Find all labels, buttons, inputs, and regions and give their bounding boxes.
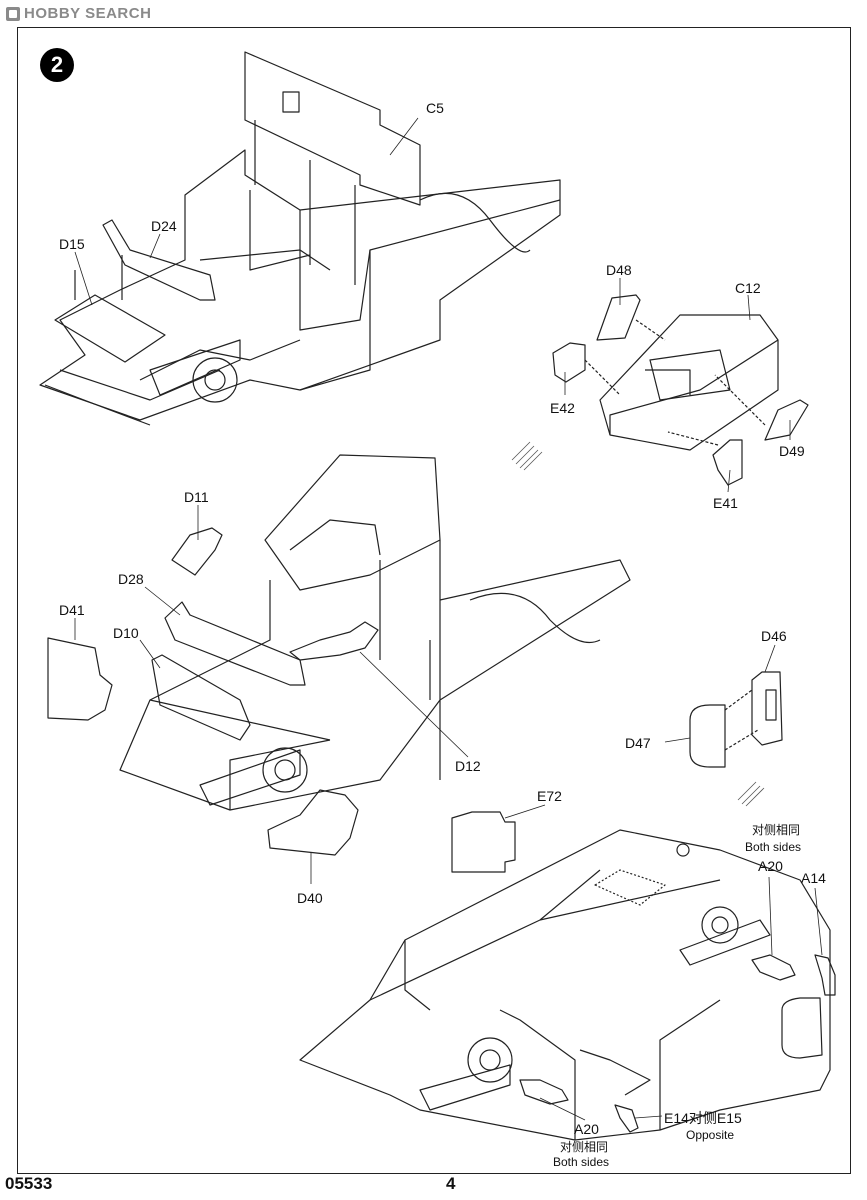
part-d28-drawing: [164, 601, 306, 686]
lower-chassis-drawing: [299, 829, 831, 1141]
part-e72-drawing: [451, 811, 516, 873]
part-e41-drawing: [712, 439, 743, 486]
part-d15-drawing: [54, 294, 166, 363]
label-a20-top: A20: [758, 858, 783, 874]
label-d47: D47: [625, 735, 651, 751]
label-d11: D11: [184, 489, 209, 505]
canister-drawing: [781, 997, 823, 1059]
note-opposite-en: Opposite: [686, 1128, 735, 1142]
label-a14: A14: [801, 870, 826, 886]
middle-chassis-drawing: [119, 454, 631, 811]
label-e72: E72: [537, 788, 562, 804]
label-c12: C12: [735, 280, 761, 296]
part-d12-drawing: [289, 621, 379, 661]
label-d46: D46: [761, 628, 787, 644]
part-d49-drawing: [764, 399, 809, 441]
label-d15: D15: [59, 236, 85, 252]
part-e14-drawing: [614, 1104, 639, 1133]
part-e42-drawing: [552, 342, 586, 383]
label-d28: D28: [118, 571, 144, 587]
label-a20-bottom: A20: [574, 1121, 599, 1137]
part-d11-drawing: [171, 527, 223, 576]
part-c5-drawing: [244, 51, 421, 206]
upper-chassis-drawing: [39, 149, 561, 426]
part-d41-drawing: [47, 637, 113, 721]
step-number-badge: 2: [40, 48, 74, 82]
note-both-sides-en-bottom: Both sides: [553, 1155, 610, 1169]
part-a14-drawing: [814, 954, 836, 996]
hobby-search-logo-icon: [6, 6, 20, 21]
note-both-sides-cn-top: 对侧相同: [752, 823, 801, 837]
label-d49: D49: [779, 443, 805, 459]
part-a20-bottom-drawing: [519, 1079, 569, 1105]
instruction-frame: [17, 27, 851, 1174]
label-d40: D40: [297, 890, 323, 906]
watermark-text: HOBBY SEARCH: [24, 5, 152, 22]
note-both-sides-cn-bottom: 对侧相同: [560, 1140, 609, 1154]
label-d41: D41: [59, 602, 85, 618]
part-c12-drawing: [599, 314, 779, 451]
page-number: 4: [446, 1174, 456, 1193]
label-d48: D48: [606, 262, 632, 278]
part-d40-drawing: [267, 789, 359, 856]
label-e42: E42: [550, 400, 575, 416]
watermark-logo: HOBBY SEARCH: [6, 5, 151, 22]
label-d12: D12: [455, 758, 481, 774]
product-code: 05533: [5, 1174, 53, 1193]
part-d48-drawing: [596, 294, 641, 341]
note-both-sides-en-top: Both sides: [745, 840, 802, 854]
part-d47-drawing: [689, 704, 726, 768]
label-d10: D10: [113, 625, 139, 641]
part-a20-top-drawing: [751, 954, 796, 981]
part-d46-drawing: [751, 671, 783, 746]
label-e14-e15: E14对侧E15: [664, 1110, 742, 1126]
label-d24: D24: [151, 218, 177, 234]
label-e41: E41: [713, 495, 738, 511]
label-c5: C5: [426, 100, 444, 116]
part-d24-drawing: [102, 219, 216, 301]
part-d10-drawing: [151, 654, 251, 741]
